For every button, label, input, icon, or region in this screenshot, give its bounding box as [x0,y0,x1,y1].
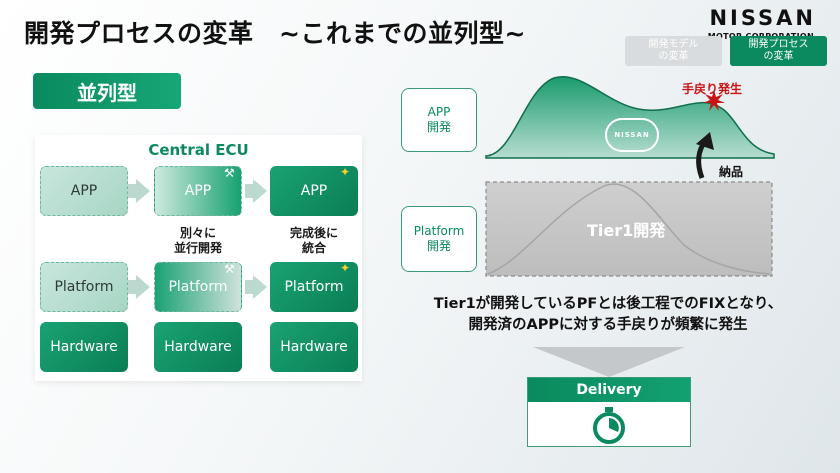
app-box-2: APP [154,166,242,216]
tier1-label: Tier1開発 [587,221,666,240]
note-integrate: 完成後に 統合 [289,226,338,255]
hardware-box-2: Hardware [154,322,242,372]
delivered-label: 納品 [719,165,744,179]
arrow-right-4 [245,275,267,299]
delivery-box: Delivery [527,377,691,447]
nissan-emblem-icon: NISSAN [605,118,659,152]
stopwatch-icon [593,407,625,444]
platform-dev-label: Platform 開発 [401,206,477,272]
app-dev-label: APP 開発 [401,88,477,152]
tab-dev-process[interactable]: 開発プロセス の変革 [730,36,827,66]
arrow-right-1 [128,179,150,203]
hardware-box-3: Hardware [270,322,358,372]
down-arrow [533,347,685,377]
delivery-header: Delivery [528,378,690,402]
central-ecu-label: Central ECU [148,141,249,159]
tools-icon: ⚒ [224,262,235,276]
rework-label: 手戻り発生 [682,82,743,96]
app-box-2-label: APP [184,183,212,199]
platform-box-2: Platform [154,262,242,312]
platform-box-3: Platform [270,262,358,312]
platform-curve [487,183,771,275]
statement-text: Tier1が開発しているPFとは後工程でのFIXとなり、 開発済のAPPに対する… [433,296,783,333]
hardware-box-1: Hardware [40,322,128,372]
app-curve [485,75,775,159]
burst-icon [703,90,725,111]
sparkle-icon: ✦ [340,261,351,275]
app-box-1: APP [40,166,128,216]
nissan-logo: NISSAN [709,6,816,30]
arrow-right-2 [245,179,267,203]
parallel-badge: 並列型 [33,73,181,109]
process-curves [485,75,775,277]
platform-box-1: Platform [40,262,128,312]
sparkle-icon: ✦ [340,165,351,179]
arrow-right-3 [128,275,150,299]
app-box-3: APP [270,166,358,216]
tab-dev-model[interactable]: 開発モデル の変革 [625,36,722,66]
emblem-text: NISSAN [614,131,650,139]
note-parallel: 別々に 並行開発 [173,226,222,255]
platform-area [485,181,773,277]
tools-icon: ⚒ [224,166,235,180]
page-title: 開発プロセスの変革 ~これまでの並列型~ [24,19,526,48]
